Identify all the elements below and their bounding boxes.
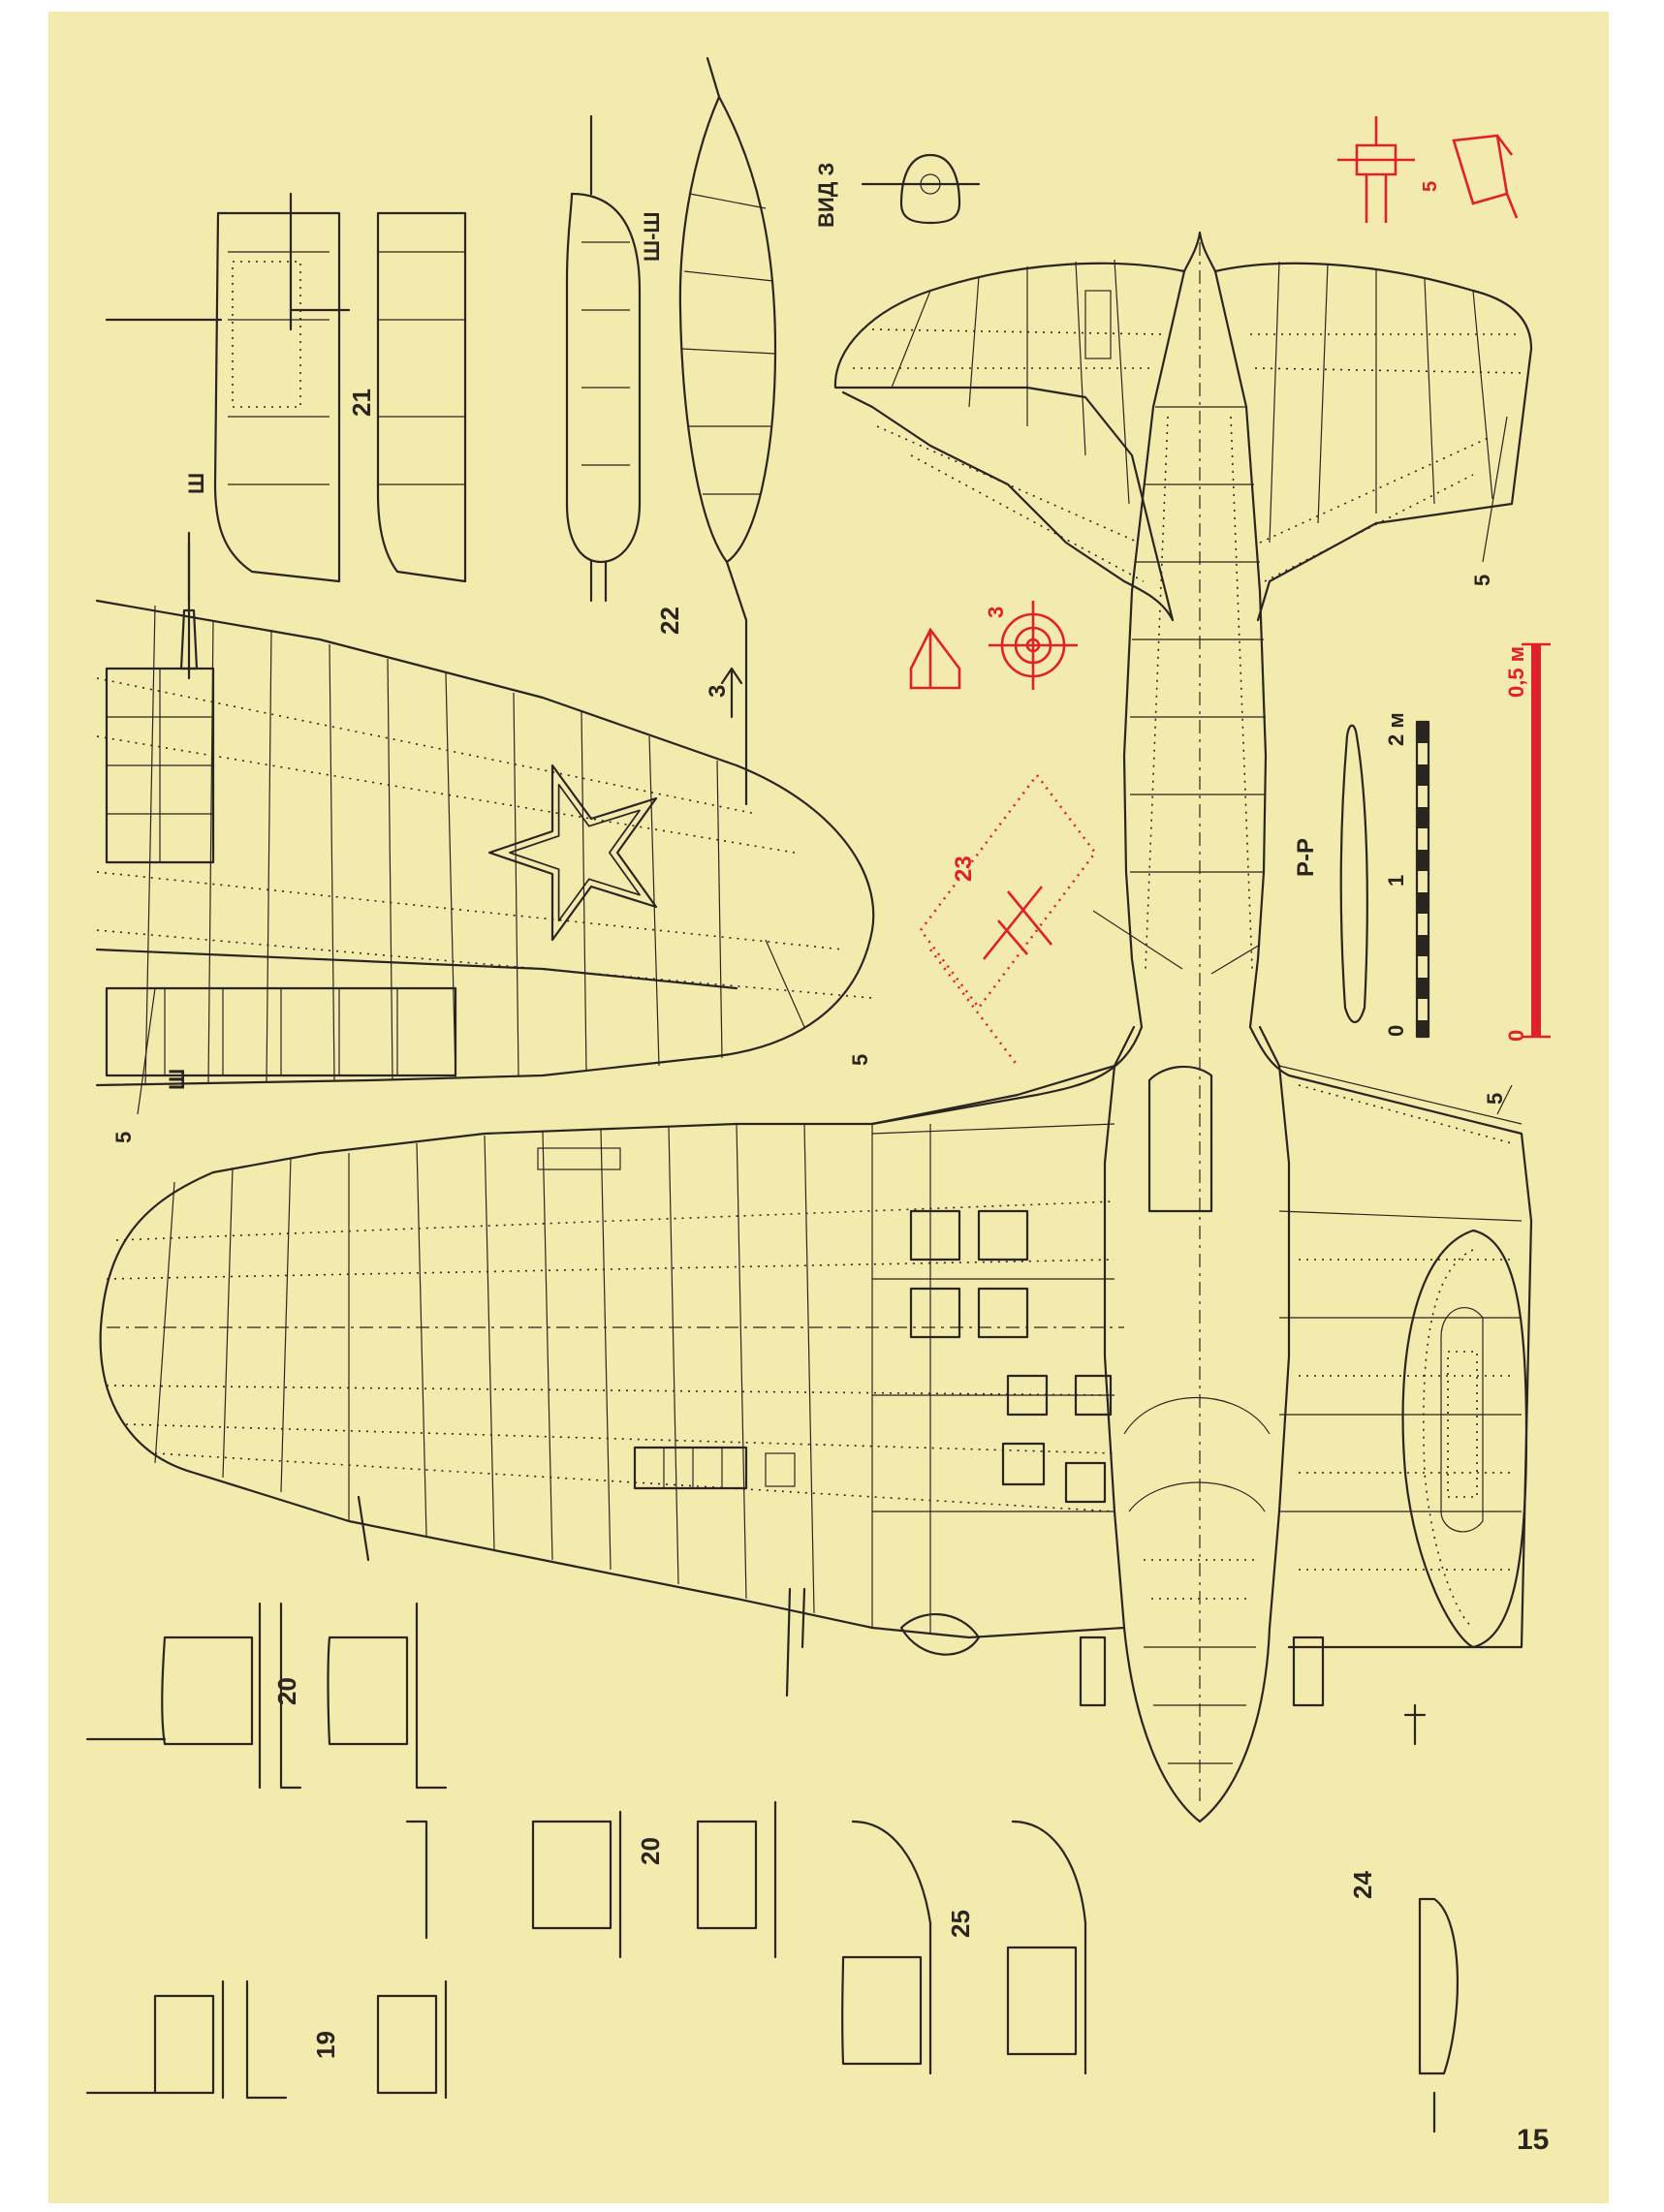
label-detail-21: 21 xyxy=(347,389,376,417)
scale-black-tick-1: 1 xyxy=(1384,875,1408,887)
detail-21 xyxy=(105,192,467,603)
label-detail-20b: 20 xyxy=(636,1837,665,1865)
label-detail-20a: 20 xyxy=(272,1677,301,1705)
label-group: ВИД З Ш-Ш Ш Ш Р-Р 21 22 24 25 20 20 19 5… xyxy=(111,163,1549,2156)
label-detail-24: 24 xyxy=(1348,1871,1377,1899)
view-z-detail xyxy=(861,153,981,225)
label-detail-22: 22 xyxy=(655,607,684,635)
label-detail-23: 23 xyxy=(951,856,977,882)
fuselage-plan xyxy=(870,231,1291,1823)
label-ref-5-flap: 5 xyxy=(1483,1093,1507,1105)
section-rr xyxy=(1339,724,1368,1024)
detail-19-20-25 xyxy=(85,1602,1087,2100)
red-scale xyxy=(1522,642,1551,1039)
star-insignia xyxy=(487,763,658,942)
label-view-z: ВИД З xyxy=(814,163,838,228)
scale-red-tick-05: 0,5 м xyxy=(1504,646,1528,698)
label-ref-5-tail: 5 xyxy=(1470,575,1494,586)
label-ref-3-red: 3 xyxy=(984,607,1008,618)
scale-red-tick-0: 0 xyxy=(1504,1030,1528,1042)
label-section-sh-top: Ш xyxy=(184,473,208,494)
scale-black-tick-0: 0 xyxy=(1384,1025,1408,1037)
left-wing-upper xyxy=(95,541,875,1087)
detail-24 xyxy=(1403,1703,1460,2134)
left-wing-lower xyxy=(99,1064,1325,1707)
label-section-sh-bottom: Ш xyxy=(165,1069,189,1090)
scale-black-tick-2: 2 м xyxy=(1384,712,1408,746)
label-section-rr: Р-Р xyxy=(1293,838,1319,877)
access-panels xyxy=(909,1209,1113,1504)
horizontal-stabilizer xyxy=(833,259,1533,622)
arrow-3 xyxy=(720,667,743,719)
red-detail-5 xyxy=(1337,116,1519,223)
label-detail-19: 19 xyxy=(311,2031,340,2059)
detail-22 xyxy=(565,56,777,806)
label-ref-5-wing-top: 5 xyxy=(848,1054,872,1066)
red-detail-23 xyxy=(919,772,1097,1067)
label-ref-5-wing-left: 5 xyxy=(111,1132,136,1143)
paper xyxy=(48,12,1609,2203)
leader-lines xyxy=(137,416,1513,1115)
red-detail-3 xyxy=(909,601,1078,690)
label-detail-25: 25 xyxy=(946,1910,975,1938)
page-number: 15 xyxy=(1517,2124,1549,2156)
label-ref-3-arrow: 3 xyxy=(705,685,731,698)
black-scale xyxy=(1415,720,1430,1039)
label-ref-5-red: 5 xyxy=(1420,181,1441,192)
label-section-shsh: Ш-Ш xyxy=(640,211,664,262)
right-wing-part xyxy=(1278,1065,1533,1649)
